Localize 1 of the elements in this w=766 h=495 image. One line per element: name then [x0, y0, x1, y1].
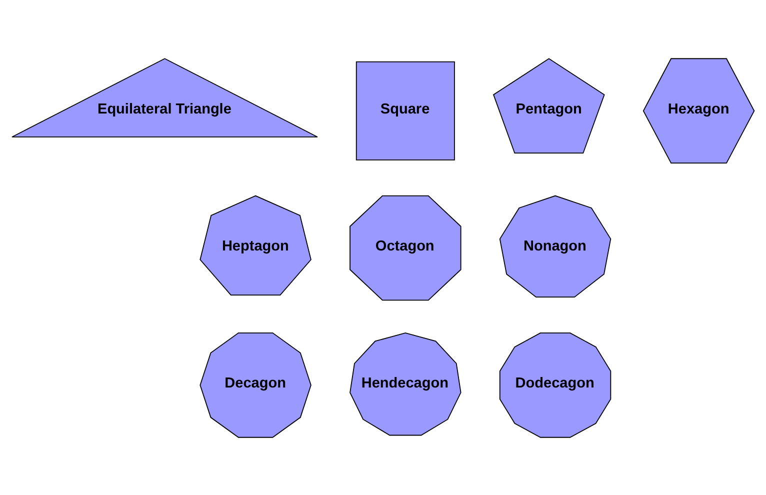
- node-box: Square: [356, 60, 455, 160]
